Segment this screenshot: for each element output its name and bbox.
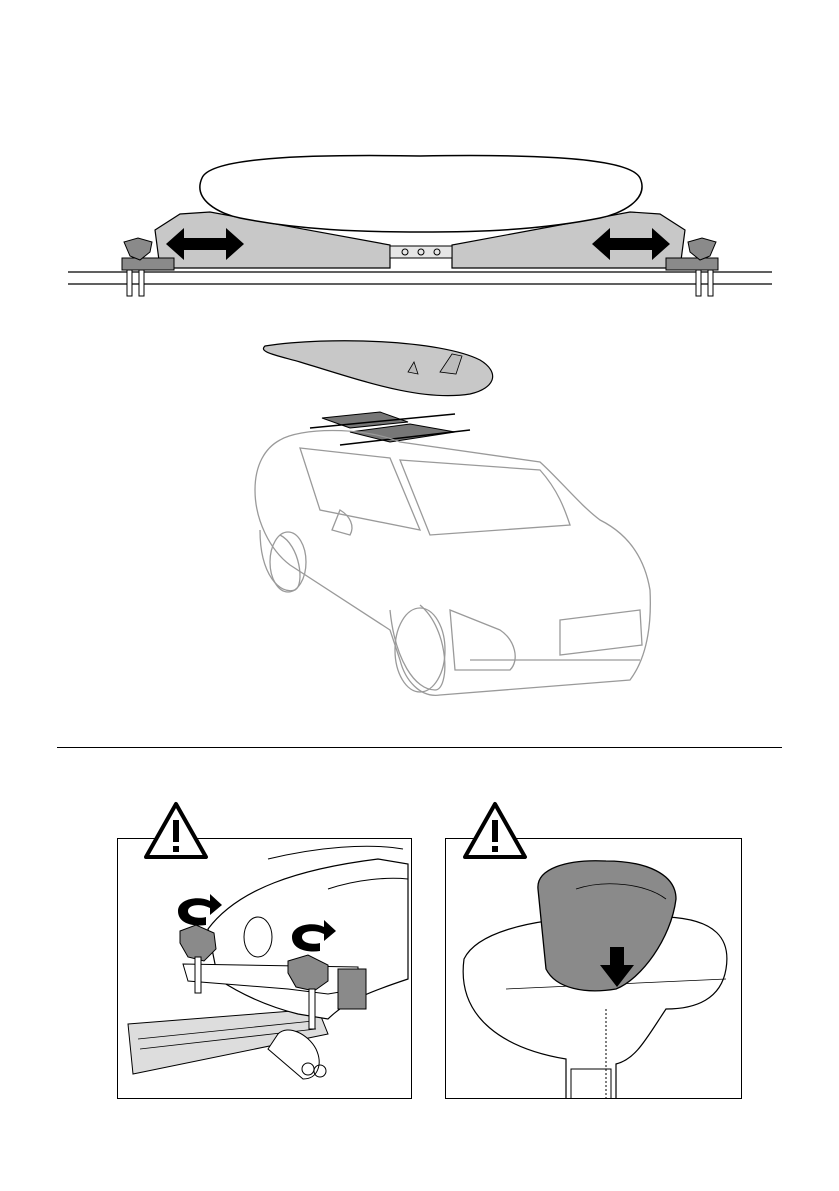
warning-icon: [143, 800, 209, 860]
surfboard: [263, 341, 492, 396]
warning-icon: [462, 800, 528, 860]
section-divider: [57, 747, 782, 748]
roof-carriers: [310, 412, 470, 445]
panel-tighten-knobs: [117, 838, 412, 1099]
car-outline: [255, 431, 650, 696]
car-with-board-figure: [240, 330, 670, 725]
panel-press-knob: [445, 838, 742, 1099]
board-carrier-adjust-figure: [60, 150, 780, 300]
